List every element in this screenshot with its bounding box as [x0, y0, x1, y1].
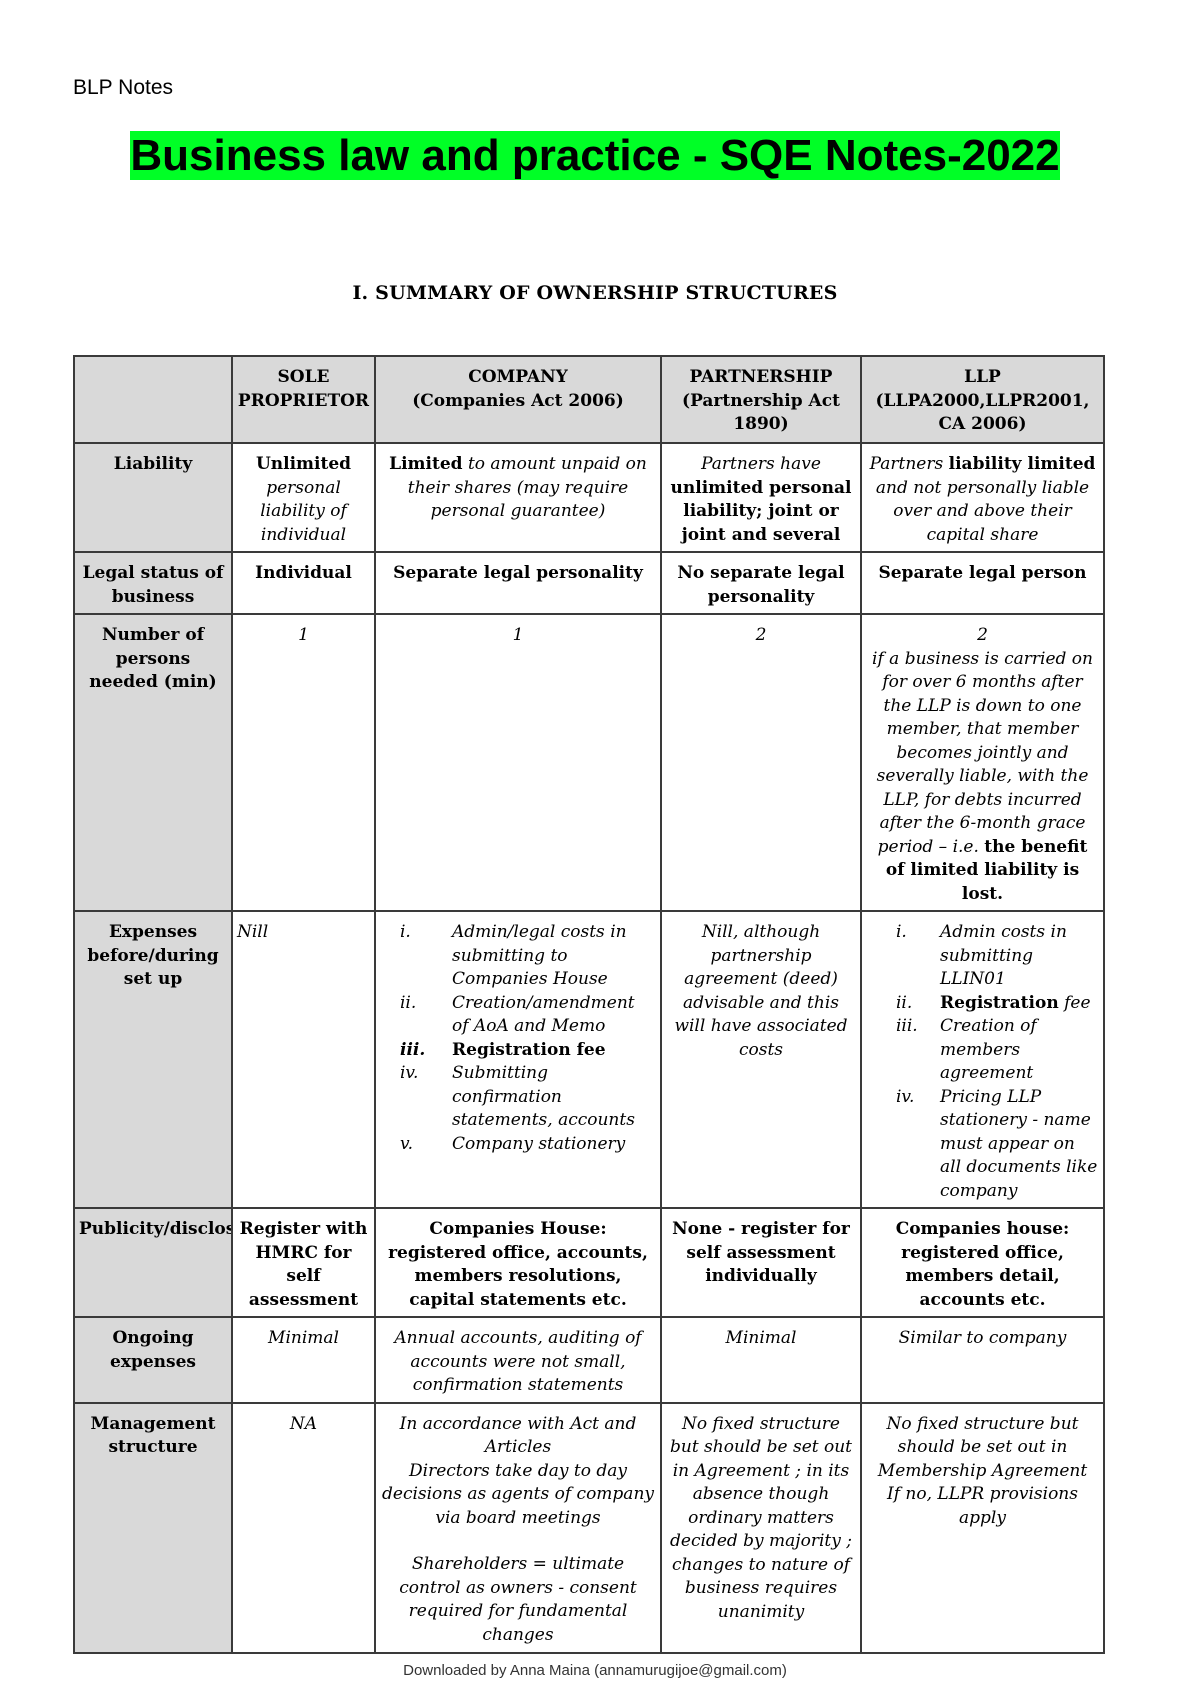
list-item: iv.Pricing LLP stationery - name must ap…: [896, 1086, 1098, 1201]
row-header-legal-status: Legal status of business: [73, 551, 233, 615]
cell-company-management: In accordance with Act and Articles Dire…: [374, 1401, 662, 1654]
list-item: ii.Creation/amendment of AoA and Memo: [400, 992, 635, 1037]
cell-sole-publicity: Register with HMRC for self assessment: [231, 1207, 376, 1318]
cell-company-ongoing: Annual accounts, auditing of accounts we…: [374, 1316, 662, 1404]
row-header-liability: Liability: [73, 442, 233, 553]
cell-partnership-liability: Partners have unlimited personal liabili…: [660, 442, 862, 553]
cell-llp-legal-status: Separate legal person: [860, 551, 1105, 615]
llp-setup-list: i.Admin costs in submitting LLIN01 ii.Re…: [866, 921, 1099, 1203]
cell-partnership-persons: 2: [660, 613, 862, 912]
company-setup-list: i.Admin/legal costs in submitting to Com…: [380, 921, 656, 1156]
cell-sole-expenses-setup: Nill: [231, 910, 376, 1209]
list-item: i.Admin costs in submitting LLIN01: [896, 922, 1067, 989]
list-item: ii.Registration fee: [896, 992, 1091, 1013]
download-footer: Downloaded by Anna Maina (annamurugijoe@…: [403, 1662, 787, 1679]
row-header-expenses-setup: Expenses before/during set up: [73, 910, 233, 1209]
row-header-publicity: Publicity/disclosure: [73, 1207, 233, 1318]
document-header: BLP Notes: [73, 76, 174, 99]
cell-company-persons: 1: [374, 613, 662, 912]
row-header-ongoing: Ongoing expenses: [73, 1316, 233, 1404]
cell-company-publicity: Companies House: registered office, acco…: [374, 1207, 662, 1318]
cell-llp-management: No fixed structure but should be set out…: [860, 1401, 1105, 1654]
col-header-partnership: PARTNERSHIP(Partnership Act 1890): [660, 355, 862, 444]
table-row: Management structure NA In accordance wi…: [73, 1401, 1105, 1654]
cell-company-expenses-setup: i.Admin/legal costs in submitting to Com…: [374, 910, 662, 1209]
cell-partnership-publicity: None - register for self assessment indi…: [660, 1207, 862, 1318]
cell-sole-legal-status: Individual: [231, 551, 376, 615]
table-row: Publicity/disclosure Register with HMRC …: [73, 1207, 1105, 1318]
document-title: Business law and practice - SQE Notes-20…: [120, 130, 1070, 182]
row-header-persons: Number of persons needed (min): [73, 613, 233, 912]
title-highlight: Business law and practice - SQE Notes-20…: [130, 131, 1060, 180]
cell-partnership-management: No fixed structure but should be set out…: [660, 1401, 862, 1654]
list-item: iv.Submitting confirmation statements, a…: [400, 1063, 635, 1130]
cell-llp-liability: Partners liability limited and not perso…: [860, 442, 1105, 553]
table-row: Ongoing expenses Minimal Annual accounts…: [73, 1316, 1105, 1404]
section-heading: I. SUMMARY OF OWNERSHIP STRUCTURES: [352, 282, 838, 304]
corner-cell: [73, 355, 233, 444]
col-header-llp: LLP(LLPA2000,LLPR2001, CA 2006): [860, 355, 1105, 444]
cell-company-legal-status: Separate legal personality: [374, 551, 662, 615]
cell-sole-ongoing: Minimal: [231, 1316, 376, 1404]
list-item: v.Company stationery: [400, 1133, 626, 1154]
cell-llp-expenses-setup: i.Admin costs in submitting LLIN01 ii.Re…: [860, 910, 1105, 1209]
row-header-management: Management structure: [73, 1401, 233, 1654]
cell-company-liability: Limited to amount unpaid on their shares…: [374, 442, 662, 553]
cell-partnership-legal-status: No separate legal personality: [660, 551, 862, 615]
list-item: iii.Registration fee: [400, 1039, 606, 1060]
cell-partnership-expenses-setup: Nill, although partnership agreement (de…: [660, 910, 862, 1209]
cell-partnership-ongoing: Minimal: [660, 1316, 862, 1404]
list-item: iii.Creation of members agreement: [896, 1016, 1037, 1083]
list-item: i.Admin/legal costs in submitting to Com…: [400, 922, 627, 989]
cell-llp-ongoing: Similar to company: [860, 1316, 1105, 1404]
cell-sole-persons: 1: [231, 613, 376, 912]
col-header-company: COMPANY(Companies Act 2006): [374, 355, 662, 444]
table-row: Legal status of business Individual Sepa…: [73, 551, 1105, 615]
table-row: Expenses before/during set up Nill i.Adm…: [73, 910, 1105, 1209]
cell-sole-management: NA: [231, 1401, 376, 1654]
cell-llp-publicity: Companies house: registered office, memb…: [860, 1207, 1105, 1318]
